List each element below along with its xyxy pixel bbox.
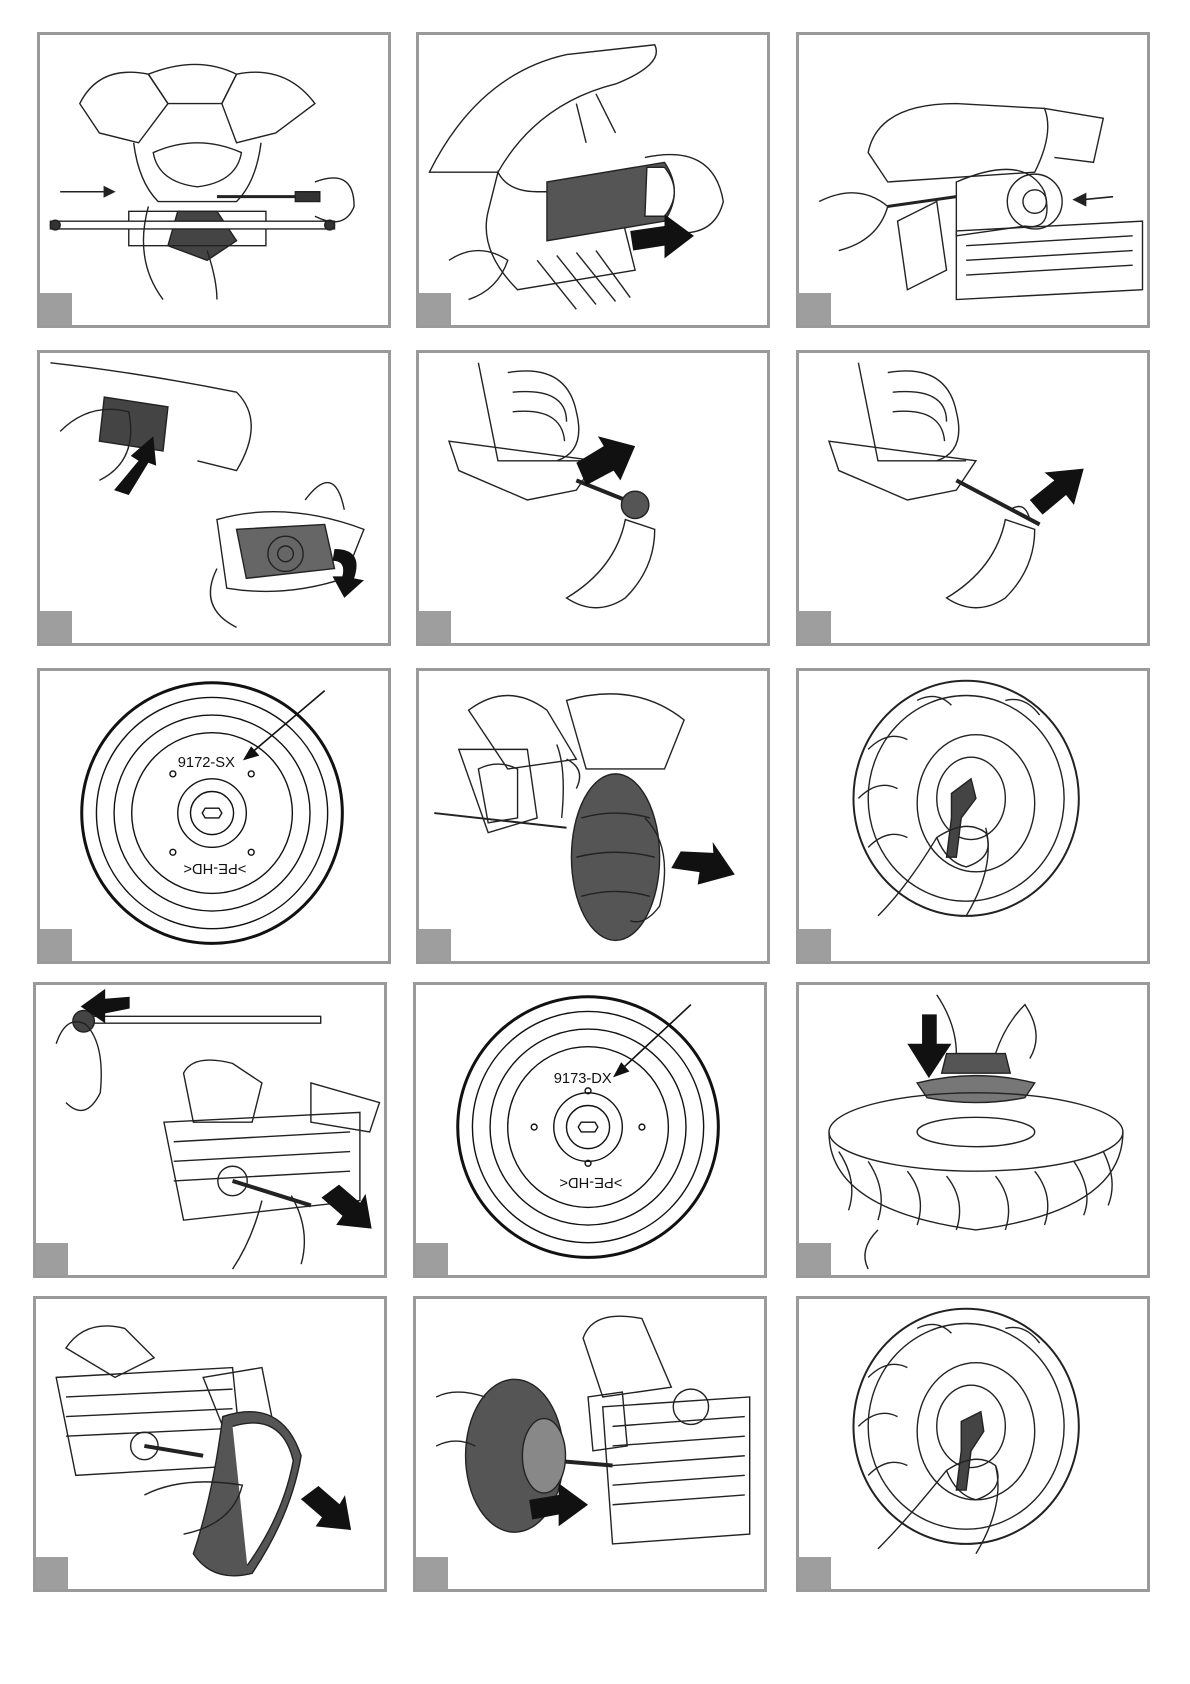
step-panel-13: [33, 1296, 387, 1592]
illustration-mount-rear-wheel: [36, 1299, 384, 1589]
illustration-tighten-wheel-nut: [799, 671, 1147, 961]
step-number-tag: [36, 1243, 68, 1275]
right-wheel-code-label: 9173-DX: [554, 1071, 612, 1087]
step-number-tag: [419, 293, 451, 325]
step-number-tag: [799, 611, 831, 643]
step-panel-4: [37, 350, 391, 646]
illustration-front-axle-screwdriver: [40, 35, 388, 325]
illustration-rear-axle-insert: [36, 985, 384, 1275]
step-panel-2: [416, 32, 770, 328]
step-panel-5: [416, 350, 770, 646]
step-number-tag: [40, 611, 72, 643]
arrow-left-icon: [299, 1482, 351, 1538]
step-panel-8: [416, 668, 770, 964]
step-panel-3: [796, 32, 1150, 328]
illustration-remove-axle-cap: [419, 353, 767, 643]
step-number-tag: [799, 1557, 831, 1589]
step-panel-11: 9173-DX >PE-HD<: [413, 982, 767, 1278]
arrow-up-left-icon: [1030, 469, 1084, 515]
step-number-tag: [416, 1243, 448, 1275]
arrow-down-right-icon: [576, 436, 635, 485]
step-panel-9: [796, 668, 1150, 964]
illustration-insert-axle-pin: [799, 353, 1147, 643]
step-number-tag: [419, 929, 451, 961]
illustration-right-wheel: 9173-DX >PE-HD<: [416, 985, 764, 1275]
step-number-tag: [419, 611, 451, 643]
step-number-tag: [799, 1243, 831, 1275]
arrow-rotate-icon: [333, 549, 364, 598]
step-number-tag: [40, 929, 72, 961]
step-number-tag: [799, 929, 831, 961]
right-wheel-brand-label: >PE-HD<: [559, 1174, 622, 1190]
step-panel-6: [796, 350, 1150, 646]
step-number-tag: [799, 293, 831, 325]
step-panel-12: [796, 982, 1150, 1278]
illustration-mount-front-wheel: [419, 671, 767, 961]
illustration-insert-motor: [419, 35, 767, 325]
step-number-tag: [36, 1557, 68, 1589]
illustration-tighten-rear-wheel-nut: [799, 1299, 1147, 1589]
arrow-up-left-icon: [320, 1180, 372, 1236]
step-number-tag: [416, 1557, 448, 1589]
step-panel-7: 9172-SX >PE-HD<: [37, 668, 391, 964]
step-panel-14: [413, 1296, 767, 1592]
illustration-press-hub-cap: [799, 985, 1147, 1275]
step-number-tag: [40, 293, 72, 325]
left-wheel-code-label: 9172-SX: [178, 755, 235, 771]
illustration-slide-wheel-on-axle: [416, 1299, 764, 1589]
illustration-left-wheel: 9172-SX >PE-HD<: [40, 671, 388, 961]
step-panel-10: [33, 982, 387, 1278]
illustration-battery-cover: [40, 353, 388, 643]
arrow-left-icon: [666, 834, 734, 901]
step-panel-1: [37, 32, 391, 328]
step-panel-15: [796, 1296, 1150, 1592]
illustration-motor-screwdriver: [799, 35, 1147, 325]
left-wheel-brand-label: >PE-HD<: [183, 860, 246, 876]
